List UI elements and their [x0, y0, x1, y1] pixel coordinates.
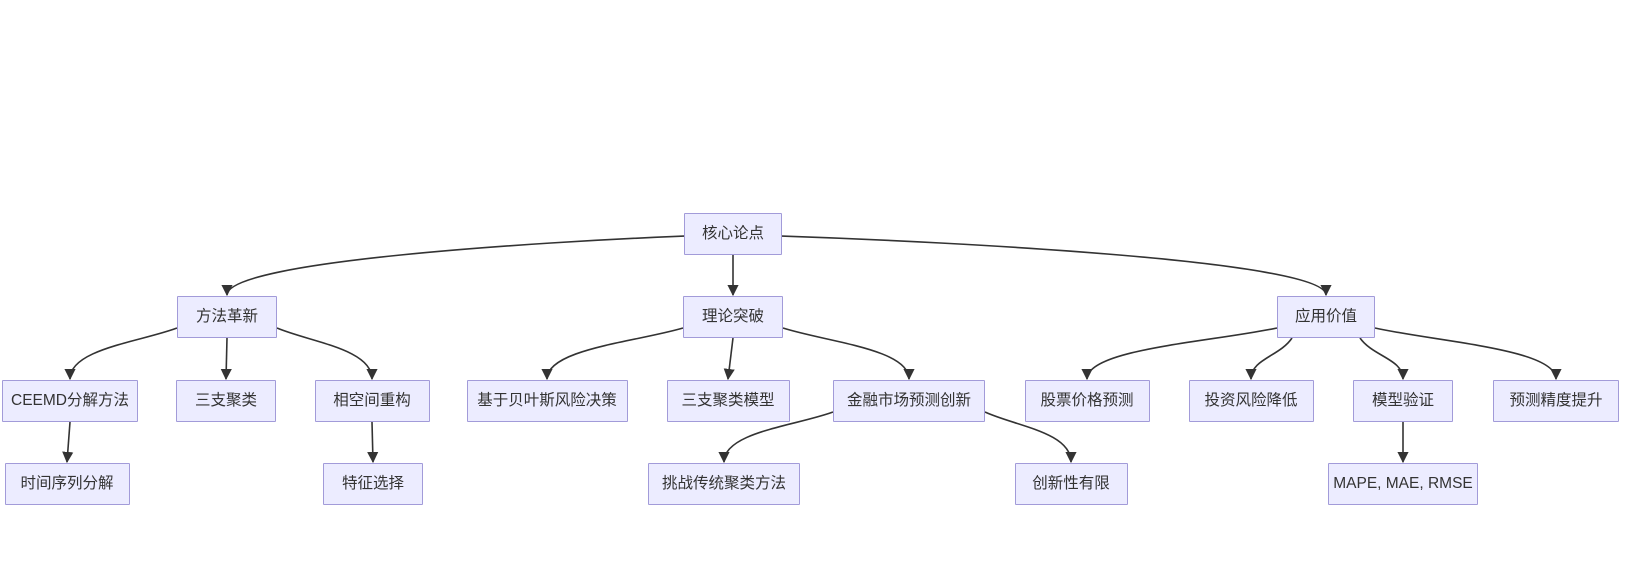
node-bayesian-risk-decision: 基于贝叶斯风险决策: [466, 380, 628, 422]
node-model-validation: 模型验证: [1353, 380, 1453, 422]
node-label: 核心论点: [701, 225, 764, 243]
node-label: 特征选择: [341, 475, 404, 493]
node-core-thesis: 核心论点: [684, 213, 782, 255]
node-label: MAPE, MAE, RMSE: [1333, 475, 1473, 493]
edge-theory-breakthrough--bayesian-risk-decision: [541, 327, 684, 381]
edge-method-innovation--ceemd-decomposition: [64, 327, 178, 381]
node-label: 应用价值: [1294, 308, 1357, 326]
node-label: 时间序列分解: [20, 475, 114, 493]
edge-method-innovation--three-way-clustering: [220, 337, 232, 381]
node-label: 股票价格预测: [1040, 392, 1134, 410]
edge-method-innovation--phase-space-reconstruction: [276, 327, 378, 381]
node-feature-selection: 特征选择: [323, 463, 423, 505]
edge-ceemd-decomposition--time-series-decomposition: [62, 421, 74, 464]
node-time-series-decomposition: 时间序列分解: [4, 463, 130, 505]
node-application-value: 应用价值: [1277, 296, 1375, 338]
edge-application-value--investment-risk-reduction: [1245, 337, 1293, 381]
edge-application-value--model-validation: [1359, 337, 1409, 381]
edge-theory-breakthrough--three-way-clustering-model: [723, 337, 735, 381]
edge-application-value--prediction-accuracy-improvement: [1374, 327, 1562, 381]
node-label: 三支聚类模型: [681, 392, 775, 410]
node-label: 三支聚类: [194, 392, 257, 410]
node-method-innovation: 方法革新: [177, 296, 277, 338]
node-phase-space-reconstruction: 相空间重构: [314, 380, 430, 422]
node-limited-innovation: 创新性有限: [1014, 463, 1128, 505]
edge-application-value--stock-price-prediction: [1081, 327, 1278, 381]
node-investment-risk-reduction: 投资风险降低: [1188, 380, 1314, 422]
node-label: 投资风险降低: [1204, 392, 1298, 410]
node-label: 基于贝叶斯风险决策: [477, 392, 617, 410]
node-label: CEEMD分解方法: [11, 392, 129, 410]
node-label: 金融市场预测创新: [846, 392, 971, 410]
edges-group: [62, 235, 1562, 464]
node-label: 预测精度提升: [1509, 392, 1603, 410]
node-label: 挑战传统聚类方法: [661, 475, 786, 493]
node-three-way-clustering: 三支聚类: [176, 380, 276, 422]
node-prediction-accuracy-improvement: 预测精度提升: [1493, 380, 1619, 422]
edge-theory-breakthrough--financial-market-prediction-innovation: [782, 327, 915, 381]
node-label: 相空间重构: [333, 392, 411, 410]
edge-core-thesis--method-innovation: [221, 235, 685, 297]
node-stock-price-prediction: 股票价格预测: [1024, 380, 1150, 422]
node-three-way-clustering-model: 三支聚类模型: [666, 380, 790, 422]
edge-phase-space-reconstruction--feature-selection: [367, 421, 379, 464]
node-ceemd-decomposition: CEEMD分解方法: [2, 380, 138, 422]
edge-core-thesis--application-value: [781, 235, 1332, 297]
node-theory-breakthrough: 理论突破: [683, 296, 783, 338]
node-challenge-traditional-clustering: 挑战传统聚类方法: [648, 463, 800, 505]
node-mape-mae-rmse: MAPE, MAE, RMSE: [1328, 463, 1478, 505]
node-label: 模型验证: [1371, 392, 1434, 410]
node-financial-market-prediction-innovation: 金融市场预测创新: [833, 380, 985, 422]
node-label: 理论突破: [701, 308, 764, 326]
node-label: 方法革新: [195, 308, 258, 326]
node-label: 创新性有限: [1032, 475, 1110, 493]
